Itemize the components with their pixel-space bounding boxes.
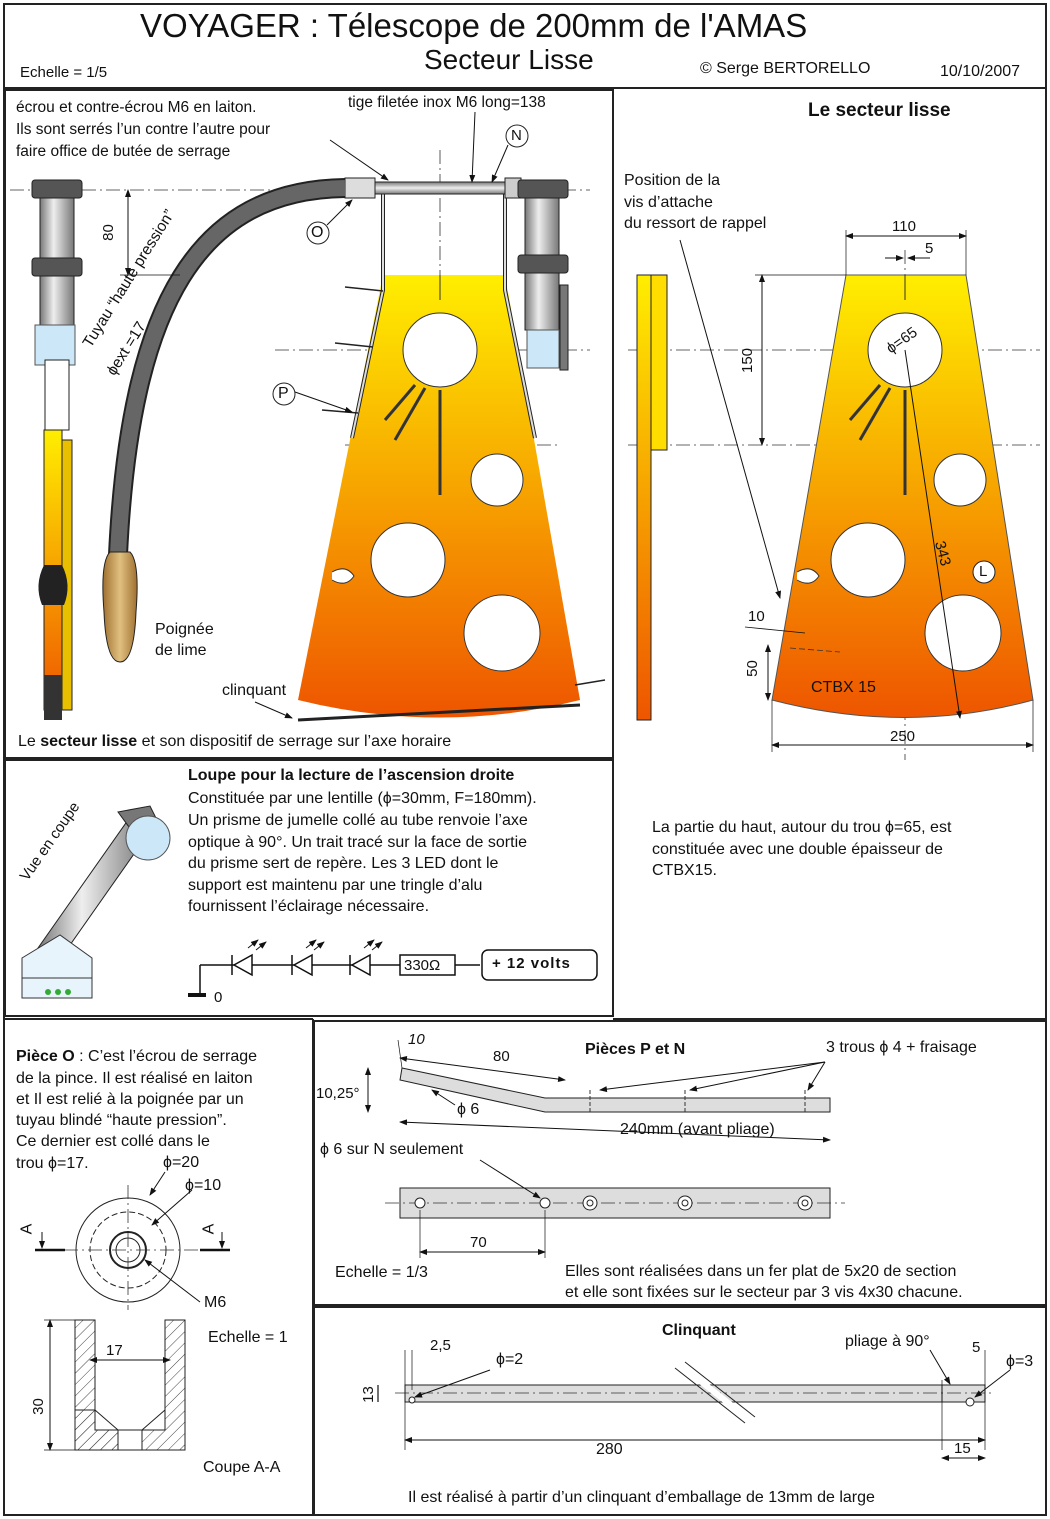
clinquant-note: Il est réalisé à partir d’un clinquant d… — [408, 1489, 875, 1506]
clinquant-title: Clinquant — [662, 1322, 736, 1339]
piece-o-title: Pièce O : C’est l’écrou de serrage — [16, 1048, 257, 1066]
phi10-label: ϕ=10 — [185, 1177, 222, 1194]
date-label: 10/10/2007 — [940, 63, 1021, 80]
fold-label: pliage à 90° — [845, 1333, 930, 1350]
label-o: O — [311, 224, 324, 241]
pn-dim-80: 80 — [493, 1048, 510, 1065]
nut-note-2: Ils sont serrés l’un contre l’autre pour — [16, 121, 271, 138]
loupe-line-1: Constituée par une lentille (ϕ=30mm, F=1… — [188, 790, 537, 807]
clq-dim-5: 5 — [972, 1339, 981, 1356]
length-label: 240mm (avant pliage) — [620, 1121, 775, 1138]
label-l: L — [979, 563, 988, 580]
handle-label-1: Poignée — [155, 621, 214, 638]
loupe-line-4: du prisme sert de repère. Les 3 LED dont… — [188, 855, 499, 872]
dim-5: 5 — [925, 240, 934, 257]
material-label: CTBX 15 — [811, 679, 876, 696]
dim-80: 80 — [99, 224, 117, 241]
dim-110: 110 — [892, 218, 916, 235]
sector-note-1: La partie du haut, autour du trou ϕ=65, … — [652, 819, 952, 836]
pn-dim-10: 10 — [408, 1031, 425, 1048]
label-n: N — [511, 127, 522, 144]
pn-note-1: Elles sont réalisées dans un fer plat de… — [565, 1263, 957, 1280]
mount-drawing — [10, 111, 606, 722]
pn-title: Pièces P et N — [585, 1041, 686, 1058]
label-p: P — [278, 385, 289, 402]
nut-note-3: faire office de butée de serrage — [16, 143, 231, 160]
clq-dim-280: 280 — [596, 1441, 623, 1458]
clinquant-label: clinquant — [222, 682, 287, 699]
caption-post: et son dispositif de serrage sur l’axe h… — [137, 733, 452, 750]
phi20-label: ϕ=20 — [163, 1154, 200, 1171]
sector-note-3: CTBX15. — [652, 862, 717, 879]
dim-10: 10 — [748, 608, 765, 625]
supply-label: + 12 volts — [492, 955, 571, 972]
piece-o-drawing — [35, 1171, 230, 1451]
holes-label: 3 trous ϕ 4 + fraisage — [826, 1039, 977, 1056]
piece-o-title-rest: : C’est l’écrou de serrage — [74, 1048, 258, 1065]
sector-title: Le secteur lisse — [808, 100, 951, 121]
loupe-line-6: fournissent l’éclairage nécessaire. — [188, 898, 430, 915]
section-a-right: A — [200, 1223, 218, 1235]
phi6-n-label: ϕ 6 sur N seulement — [320, 1141, 464, 1158]
clq-dim-25: 2,5 — [430, 1337, 451, 1354]
piece-o-scale: Echelle = 1 — [208, 1329, 288, 1346]
piece-o-line-4: Ce dernier est collé dans le — [16, 1133, 210, 1150]
handle-label-2: de lime — [155, 642, 207, 659]
piece-o-line-1: de la pince. Il est réalisé en laiton — [16, 1070, 253, 1087]
ground-label: 0 — [214, 989, 223, 1006]
author-label: © Serge BERTORELLO — [700, 60, 871, 77]
clq-dim-13: 13 — [359, 1386, 377, 1403]
pn-drawing — [365, 1039, 845, 1258]
dim-17: 17 — [106, 1342, 123, 1359]
dim-30: 30 — [29, 1398, 47, 1415]
clq-phi2: ϕ=2 — [496, 1351, 524, 1368]
loupe-line-2: Un prisme de jumelle collé au tube renvo… — [188, 812, 528, 829]
sector-drawing — [628, 230, 1040, 760]
resistor-label: 330Ω — [404, 957, 441, 974]
piece-o-title-bold: Pièce O — [16, 1048, 75, 1065]
pn-dim-70: 70 — [470, 1234, 487, 1251]
sector-note-2: constituée avec une double épaisseur de — [652, 841, 943, 858]
m6-label: M6 — [204, 1294, 227, 1311]
piece-o-line-2: et Il est relié à la poignée par un — [16, 1091, 244, 1108]
dim-250: 250 — [890, 728, 916, 745]
clinquant-drawing — [377, 1349, 1011, 1461]
loupe-title: Loupe pour la lecture de l’ascension dro… — [188, 767, 515, 784]
page-subtitle: Secteur Lisse — [424, 44, 594, 75]
pn-scale: Echelle = 1/3 — [335, 1264, 428, 1281]
dim-50: 50 — [743, 660, 761, 677]
caption-bold: secteur lisse — [40, 733, 138, 750]
scale-label: Echelle = 1/5 — [20, 64, 108, 81]
screw-note-3: du ressort de rappel — [624, 215, 767, 232]
clq-phi3: ϕ=3 — [1006, 1353, 1034, 1370]
piece-o-line-5: trou ϕ=17. — [16, 1155, 89, 1172]
piece-o-line-3: tuyau blindé “haute pression”. — [16, 1112, 227, 1129]
loupe-line-3: optique à 90°. Un trait tracé sur la fac… — [188, 834, 528, 851]
screw-note-2: vis d’attache — [624, 194, 713, 211]
nut-note-1: écrou et contre-écrou M6 en laiton. — [16, 99, 257, 116]
page-title: VOYAGER : Télescope de 200mm de l'AMAS — [140, 7, 808, 44]
caption-pre: Le — [18, 733, 41, 750]
rod-label: tige filetée inox M6 long=138 — [348, 94, 546, 111]
angle-label: 10,25° — [316, 1085, 360, 1102]
loupe-drawing — [21, 805, 598, 999]
clq-dim-15: 15 — [954, 1440, 971, 1457]
pn-note-2: et elle sont fixées sur le secteur par 3… — [565, 1284, 963, 1301]
cut-label: Coupe A-A — [203, 1459, 281, 1476]
section-a-left: A — [18, 1223, 36, 1235]
loupe-line-5: support est maintenu par une tringle d’a… — [188, 877, 483, 894]
pn-phi6: ϕ 6 — [457, 1101, 480, 1118]
screw-note-1: Position de la — [624, 172, 721, 189]
dim-150: 150 — [739, 347, 757, 374]
mount-caption: Le secteur lisse et son dispositif de se… — [18, 733, 451, 751]
